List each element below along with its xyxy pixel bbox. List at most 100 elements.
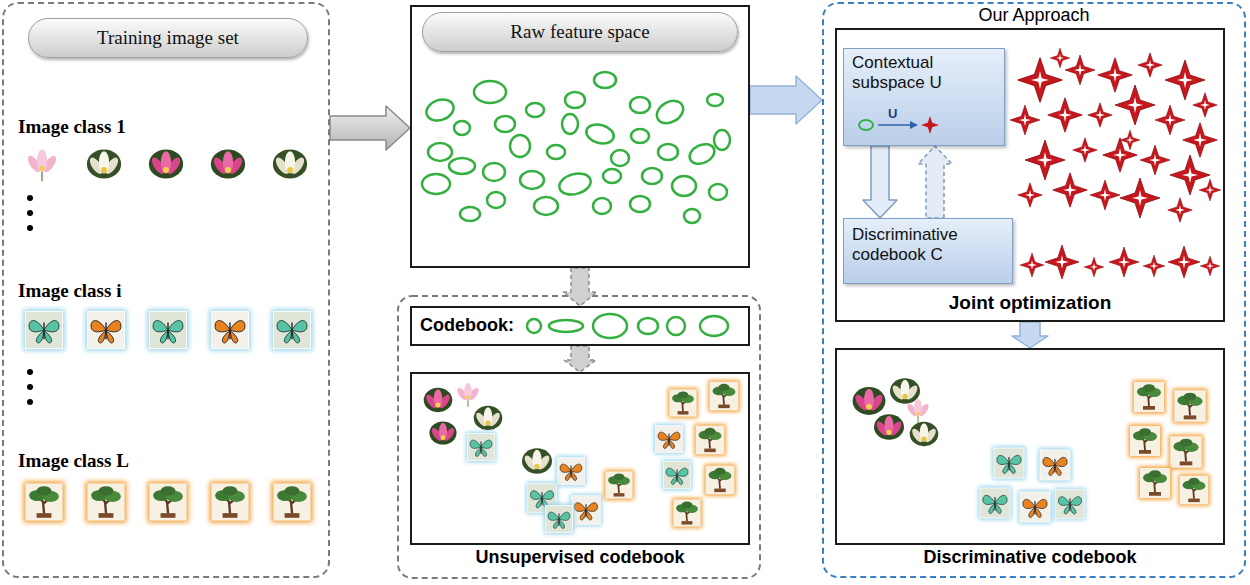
feature-ellipse xyxy=(859,120,873,130)
feature-ellipse xyxy=(631,129,649,143)
class-label: Image class 1 xyxy=(18,116,126,138)
feature-ellipse xyxy=(526,103,544,117)
feature-ellipse xyxy=(495,116,515,132)
feature-ellipse xyxy=(474,81,506,103)
block-arrow xyxy=(564,346,596,372)
butterfly-image xyxy=(86,310,127,351)
codebook-box: Discriminative codebook C xyxy=(843,218,1013,284)
feature-ellipse xyxy=(510,135,530,157)
star-feature xyxy=(1010,105,1040,135)
star-codeword xyxy=(1084,257,1104,277)
star-feature xyxy=(1140,145,1170,175)
butterfly-image xyxy=(544,504,574,534)
approach-panel: Our ApproachJoint optimizationContextual… xyxy=(822,2,1246,578)
feature-space-box: Raw feature space xyxy=(410,5,750,268)
subspace-box: Contextual subspace UU xyxy=(843,48,1005,146)
star-codeword xyxy=(1143,255,1165,277)
star-feature xyxy=(1183,123,1218,158)
ellipsis-dot xyxy=(27,369,33,375)
bonsai-image xyxy=(668,388,698,418)
flower-image xyxy=(910,422,939,446)
star-codeword xyxy=(1200,256,1220,276)
codeword-ellipse xyxy=(638,318,658,334)
codeword-ellipse xyxy=(667,317,685,335)
codebook-label: Codebook: xyxy=(420,315,514,336)
block-arrow xyxy=(330,106,410,150)
star-feature xyxy=(1193,93,1218,118)
feature-ellipse xyxy=(428,143,452,161)
star-feature xyxy=(1199,179,1221,201)
butterfly-image xyxy=(1039,449,1072,482)
butterfly-image xyxy=(993,447,1026,480)
flower-image xyxy=(874,414,904,440)
bonsai-image xyxy=(86,482,127,523)
bonsai-image xyxy=(210,482,251,523)
star-feature xyxy=(1048,98,1083,133)
feature-ellipse xyxy=(593,198,611,214)
flower-image xyxy=(211,149,245,178)
feature-ellipses xyxy=(422,72,730,223)
bonsai-image xyxy=(1133,381,1166,414)
feature-ellipse xyxy=(658,144,678,160)
panel-heading: Raw feature space xyxy=(422,12,738,52)
butterfly-image xyxy=(466,432,496,462)
box-label: Discriminative codebook C xyxy=(852,225,1006,266)
bonsai-image xyxy=(148,482,189,523)
feature-ellipse xyxy=(709,184,727,200)
star-feature xyxy=(1073,138,1098,163)
feature-ellipse xyxy=(714,130,730,150)
mapping-sketch xyxy=(848,105,998,145)
codeword-ellipse xyxy=(593,314,627,338)
codeword-ellipse xyxy=(527,319,541,333)
feature-ellipse xyxy=(707,94,723,106)
butterfly-image xyxy=(272,310,313,351)
butterfly-image xyxy=(654,424,684,454)
codeword-stars xyxy=(1020,245,1220,279)
feature-ellipse xyxy=(483,163,505,181)
star-feature xyxy=(1120,178,1160,218)
ellipsis-dot xyxy=(27,210,33,216)
star-feature xyxy=(1025,140,1065,180)
feature-ellipse xyxy=(686,140,717,167)
butterfly-image xyxy=(1054,488,1085,519)
butterfly-image xyxy=(979,487,1012,520)
block-arrow xyxy=(1012,322,1048,348)
star-feature xyxy=(1120,130,1140,150)
image-cluster-box: Discriminative codebook xyxy=(835,348,1225,545)
butterfly-image xyxy=(24,310,65,351)
feature-ellipse xyxy=(684,209,700,223)
bonsai-image xyxy=(1129,425,1162,458)
star-feature xyxy=(1098,58,1133,93)
feature-ellipse xyxy=(584,122,616,147)
codeword-ellipse xyxy=(700,316,728,336)
ellipsis-dot xyxy=(27,399,33,405)
bonsai-image xyxy=(1139,467,1172,500)
bonsai-image xyxy=(24,482,65,523)
feature-ellipse xyxy=(565,92,585,108)
feature-ellipse xyxy=(630,196,650,212)
codebook-box: Codebook: xyxy=(410,306,750,346)
star-feature xyxy=(1138,53,1163,78)
bonsai-image xyxy=(1169,435,1204,470)
butterfly-image xyxy=(570,494,601,525)
projected-features xyxy=(1010,48,1221,223)
block-arrow xyxy=(563,268,597,306)
star-codeword xyxy=(1168,246,1200,278)
feature-ellipse xyxy=(454,121,470,135)
ellipsis-dot xyxy=(27,384,33,390)
feature-ellipse xyxy=(562,114,578,134)
star-feature xyxy=(1053,173,1088,208)
feature-ellipse xyxy=(672,176,696,196)
flower-image xyxy=(424,388,453,412)
flower-image xyxy=(87,149,121,178)
optimization-box: Joint optimizationContextual subspace UU… xyxy=(835,28,1225,322)
star-codeword xyxy=(1020,253,1044,277)
flower-image xyxy=(149,149,183,178)
class-label: Image class i xyxy=(18,280,121,302)
star-feature xyxy=(1065,55,1095,85)
butterfly-image xyxy=(556,456,586,486)
dataset-panel: Training image setImage class 1Image cla… xyxy=(2,2,330,578)
feature-ellipse xyxy=(642,168,662,184)
feature-ellipse xyxy=(603,169,621,183)
